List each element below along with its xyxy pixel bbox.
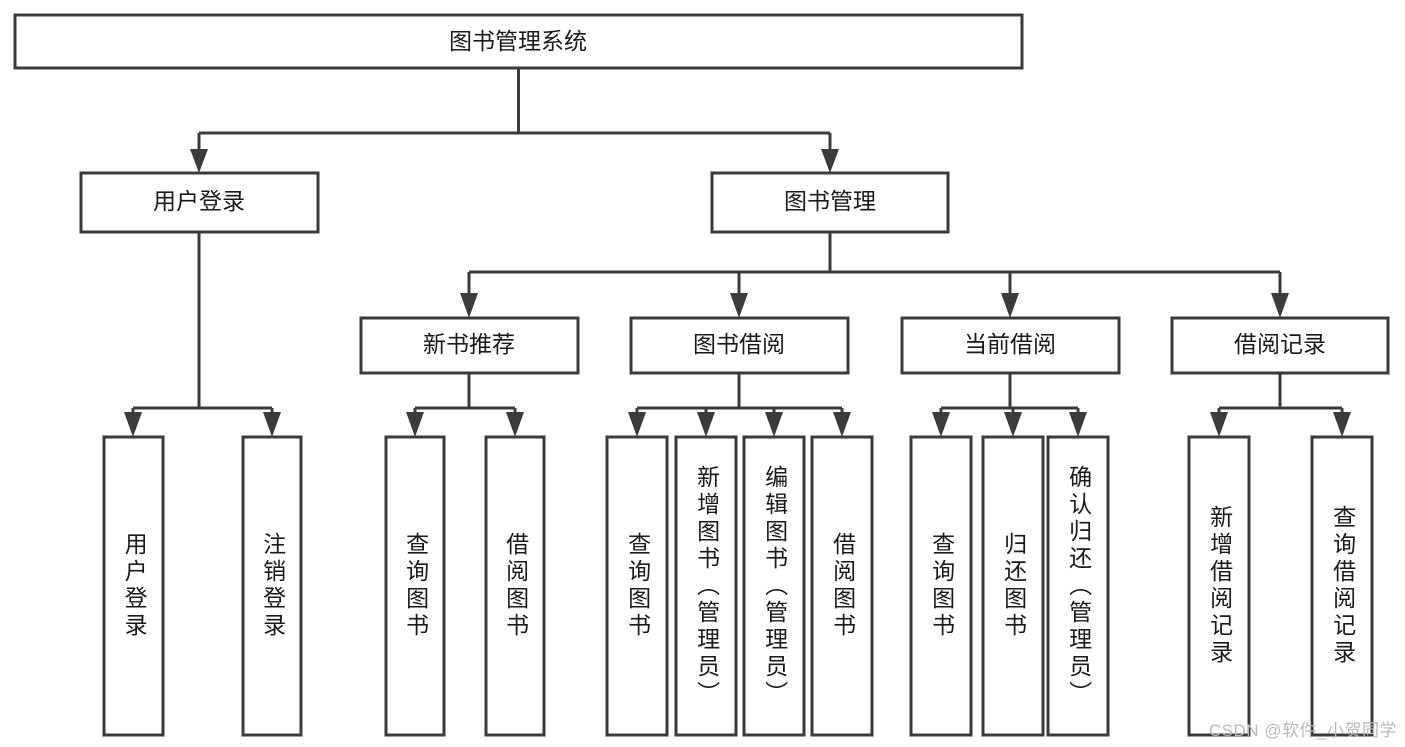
leaf-box-logout[interactable]: [241, 435, 303, 737]
leaf-box-edit-book-admin[interactable]: [742, 435, 806, 737]
connector-recommend-to-leaves: [406, 373, 524, 437]
node-book-borrow[interactable]: 图书借阅: [629, 316, 850, 375]
node-root-label: 图书管理系统: [449, 28, 587, 54]
node-book-borrow-label: 图书借阅: [693, 331, 785, 357]
node-current-borrow-label: 当前借阅: [964, 331, 1056, 357]
leaf-box-add-borrow-record[interactable]: [1187, 435, 1251, 737]
leaf-box-user-login[interactable]: [102, 435, 165, 737]
node-new-book-recommend-label: 新书推荐: [423, 331, 515, 357]
node-user-login[interactable]: 用户登录: [79, 171, 320, 234]
connector-borrowrecord-to-leaves: [1210, 373, 1351, 437]
leaf-box-confirm-return-admin[interactable]: [1046, 435, 1110, 737]
node-borrow-record[interactable]: 借阅记录: [1170, 316, 1390, 375]
connector-root-to-level2: [190, 68, 839, 173]
connector-bookmgmt-to-level3: [460, 232, 1289, 318]
node-borrow-record-label: 借阅记录: [1234, 331, 1326, 357]
node-root[interactable]: 图书管理系统: [13, 13, 1024, 70]
connector-currentborrow-to-leaves: [932, 373, 1087, 437]
node-current-borrow[interactable]: 当前借阅: [900, 316, 1121, 375]
node-new-book-recommend[interactable]: 新书推荐: [359, 316, 580, 375]
leaf-boxes: [102, 435, 1374, 737]
leaf-box-query-borrow-record[interactable]: [1310, 435, 1374, 737]
connector-bookborrow-to-leaves: [628, 373, 851, 437]
leaf-box-add-book-admin[interactable]: [674, 435, 738, 737]
leaf-box-borrow-book-recommend[interactable]: [484, 435, 546, 737]
leaf-box-query-book-borrow[interactable]: [605, 435, 669, 737]
leaf-box-return-book[interactable]: [981, 435, 1045, 737]
node-book-management[interactable]: 图书管理: [710, 171, 950, 234]
leaf-box-query-book-recommend[interactable]: [384, 435, 446, 737]
watermark-text: CSDN @软件_小贺同学: [1208, 721, 1397, 740]
node-book-management-label: 图书管理: [784, 188, 876, 214]
node-user-login-label: 用户登录: [153, 188, 245, 214]
connector-userlogin-to-leaves: [124, 232, 281, 437]
leaf-box-borrow-book[interactable]: [810, 435, 874, 737]
leaf-box-query-book-current[interactable]: [909, 435, 973, 737]
